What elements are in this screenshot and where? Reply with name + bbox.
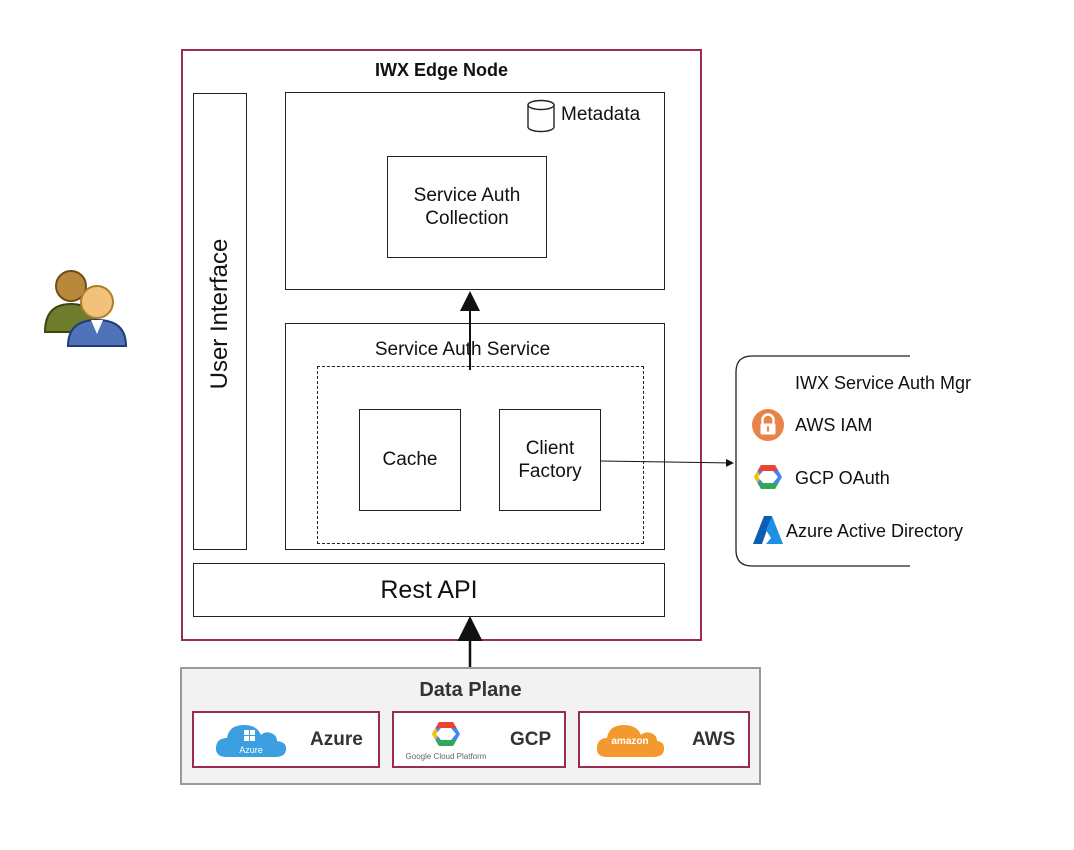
service-auth-service-title: Service Auth Service (374, 339, 551, 360)
aws-card-label: AWS (692, 729, 736, 750)
azure-cloud-logo: Azure (213, 719, 289, 761)
service-auth-collection-label: Service Auth Collection (413, 185, 521, 229)
metadata-label: Metadata (561, 104, 641, 125)
aws-logo-text: amazon (611, 736, 649, 747)
service-dashed-group (317, 366, 644, 544)
aws-iam-label[interactable]: AWS IAM (795, 415, 873, 435)
azure-card-label: Azure (310, 729, 363, 750)
cache-label: Cache (382, 449, 438, 470)
database-icon (526, 99, 556, 133)
gcp-logo-icon (431, 720, 461, 748)
gcp-card[interactable] (392, 711, 566, 768)
rest-api-box[interactable]: Rest API (193, 563, 665, 617)
cache-box[interactable]: Cache (359, 409, 461, 511)
edge-node-title: IWX Edge Node (374, 59, 508, 80)
arrow-factory-to-authmgr (600, 458, 734, 467)
auth-mgr-outline (735, 355, 910, 567)
service-auth-service-box (285, 323, 665, 550)
users-icon (40, 262, 130, 352)
gcp-hexagon-icon (753, 463, 783, 491)
data-plane-title: Data Plane (419, 678, 522, 701)
service-auth-collection-box[interactable]: Service Auth Collection (387, 156, 547, 258)
client-factory-label: Client Factory (518, 438, 582, 482)
aws-cloud-logo: amazon (594, 719, 666, 761)
gcp-card-label: GCP (510, 729, 552, 750)
auth-mgr-title: IWX Service Auth Mgr (795, 373, 972, 393)
lock-icon (751, 408, 785, 442)
client-factory-box[interactable]: Client Factory (499, 409, 601, 511)
user-interface-panel[interactable] (193, 93, 247, 550)
azure-a-icon (752, 514, 784, 546)
gcp-logo-text: Google Cloud Platform (405, 752, 487, 761)
azure-logo-text: Azure (239, 745, 263, 755)
azure-ad-label[interactable]: Azure Active Directory (786, 521, 964, 541)
rest-api-label: Rest API (380, 575, 478, 604)
gcp-oauth-label[interactable]: GCP OAuth (795, 468, 890, 488)
